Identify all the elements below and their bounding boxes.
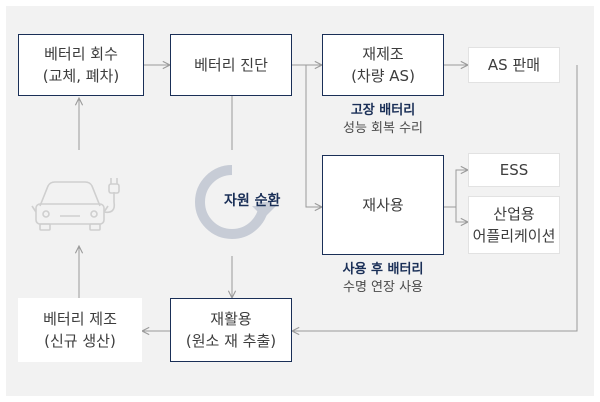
- node-as-sales: AS 판매: [468, 47, 560, 83]
- node-industrial-line1: 산업용: [493, 205, 535, 223]
- node-battery-diagnosis: 베터리 진단: [170, 34, 292, 96]
- node-battery-collection: 베터리 회수 (교체, 폐차): [18, 34, 144, 96]
- node-remanufacture-line2: (차량 AS): [351, 67, 415, 85]
- electric-car-icon: [31, 178, 120, 231]
- node-reuse-line1: 재사용: [362, 196, 404, 214]
- arrow-as-to-recycle: [292, 65, 578, 331]
- arrow-reuse-to-industrial: [455, 207, 468, 222]
- node-recycle: 재활용 (원소 재 추출): [170, 298, 292, 362]
- arrow-diagnose-to-reuse: [305, 65, 322, 207]
- note-used-desc: 수명 연장 사용: [342, 280, 424, 295]
- note-faulty-battery: 고장 배터리 성능 회복 수리: [322, 102, 444, 138]
- note-faulty-title: 고장 배터리: [350, 103, 416, 118]
- circular-arrow-icon: [195, 165, 276, 239]
- node-industrial-application: 산업용 어플리케이션: [468, 196, 560, 254]
- node-ess-line1: ESS: [499, 161, 529, 179]
- node-manufacture-line2: (신규 생산): [44, 332, 116, 350]
- node-industrial-line2: 어플리케이션: [472, 227, 556, 245]
- note-faulty-desc: 성능 회복 수리: [342, 121, 424, 136]
- node-remanufacture-line1: 재제조: [362, 45, 404, 63]
- node-remanufacture: 재제조 (차량 AS): [322, 34, 444, 96]
- node-as-sales-line1: AS 판매: [487, 56, 541, 74]
- node-recycle-line1: 재활용: [210, 310, 252, 328]
- node-recycle-line2: (원소 재 추출): [185, 332, 277, 350]
- node-collect-line2: (교체, 폐차): [42, 67, 120, 85]
- node-diagnose-line1: 베터리 진단: [194, 56, 268, 74]
- node-manufacture-line1: 베터리 제조: [43, 310, 117, 328]
- node-battery-manufacture: 베터리 제조 (신규 생산): [18, 298, 142, 362]
- node-reuse: 재사용: [322, 155, 444, 255]
- node-ess: ESS: [468, 153, 560, 187]
- resource-cycle-label: 자원 순환: [224, 193, 281, 209]
- arrow-reuse-to-ess: [455, 170, 468, 207]
- note-used-battery: 사용 후 배터리 수명 연장 사용: [322, 261, 444, 297]
- node-collect-line1: 베터리 회수: [44, 45, 118, 63]
- note-used-title: 사용 후 배터리: [342, 262, 424, 277]
